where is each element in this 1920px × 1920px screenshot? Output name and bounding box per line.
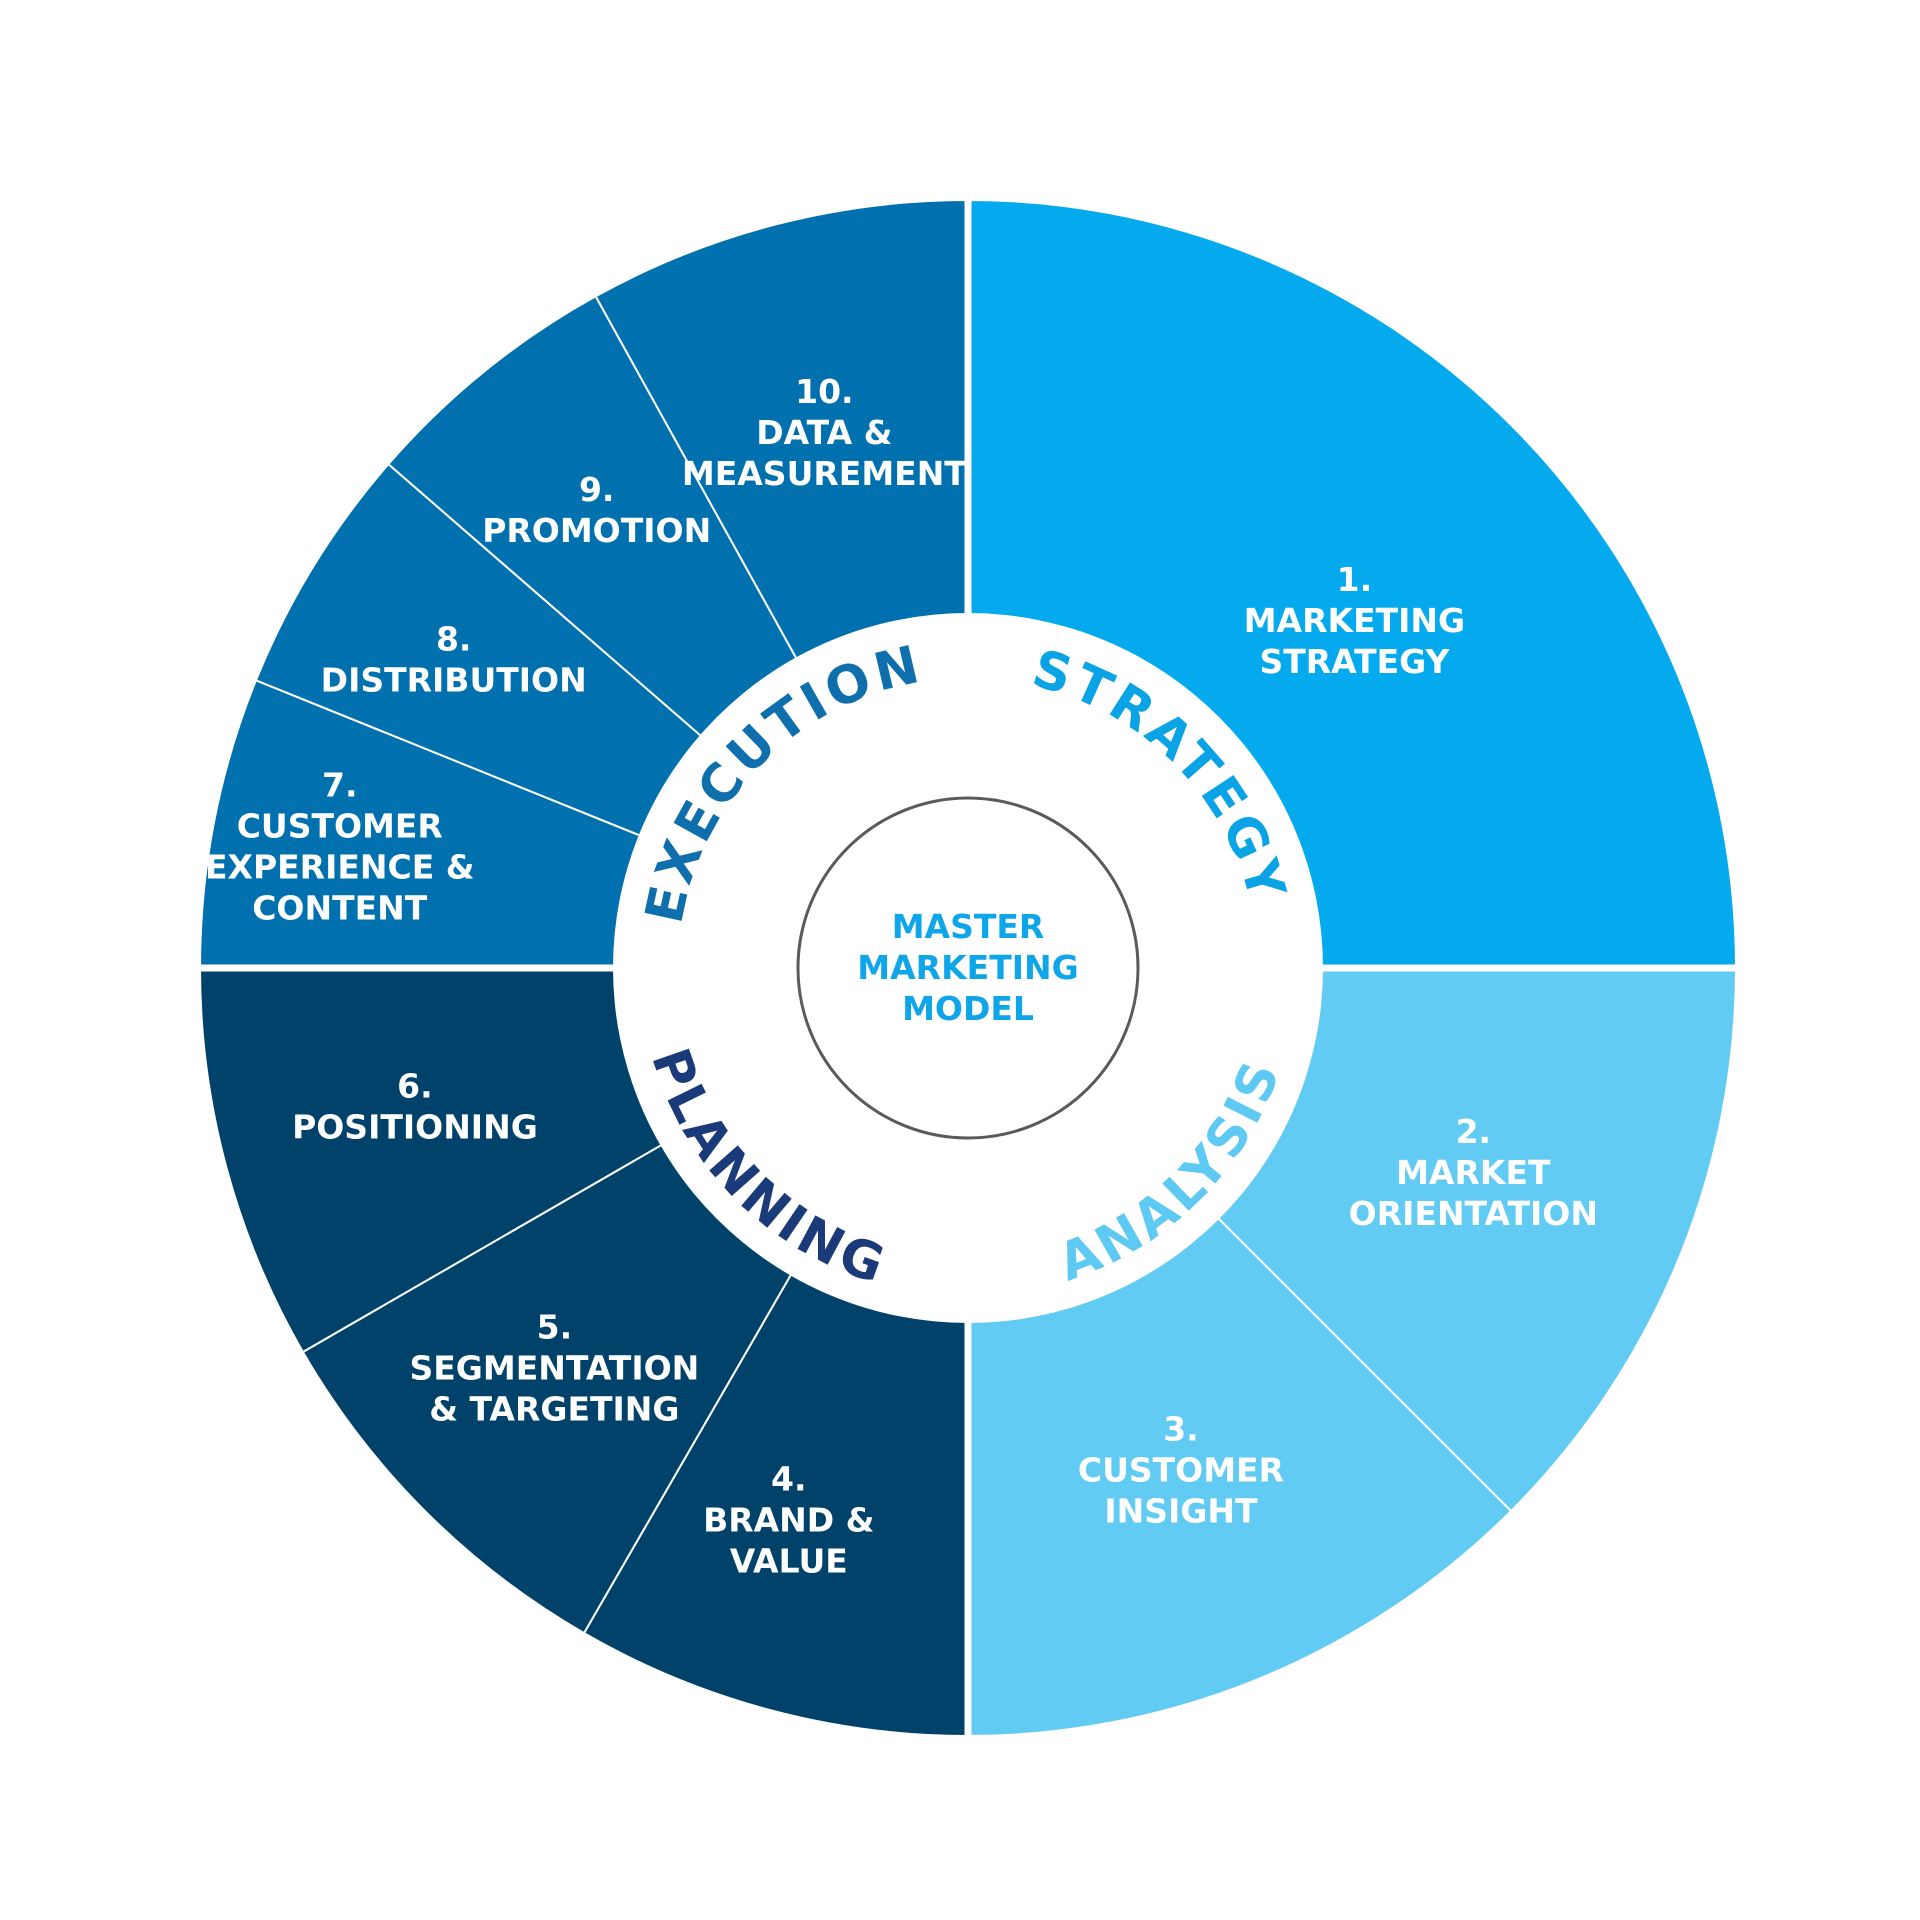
segment-number: 5.	[537, 1307, 573, 1346]
segment-5-label: 5.SEGMENTATION& TARGETING	[409, 1307, 699, 1428]
center-circle-outline	[796, 796, 1140, 1140]
segment-title-line: STRATEGY	[1259, 642, 1450, 681]
segment-number: 1.	[1337, 560, 1373, 599]
segment-title-line: INSIGHT	[1104, 1492, 1258, 1531]
segment-number: 2.	[1456, 1112, 1492, 1151]
center-title-line: MASTER	[892, 907, 1045, 946]
segment-9-label: 9.PROMOTION	[482, 470, 711, 550]
center-title-line: MARKETING	[857, 948, 1078, 987]
segment-10-label: 10.DATA &MEASUREMENT	[682, 372, 967, 493]
segment-number: 10.	[795, 372, 853, 411]
center-title-line: MODEL	[902, 989, 1034, 1028]
segment-title-line: POSITIONING	[292, 1107, 538, 1146]
segment-title-line: EXPERIENCE &	[205, 847, 475, 886]
segment-title-line: & TARGETING	[429, 1389, 679, 1428]
segment-title-line: CONTENT	[252, 888, 428, 927]
segment-number: 4.	[771, 1460, 807, 1499]
segment-title-line: CUSTOMER	[237, 806, 443, 845]
segment-title-line: ORIENTATION	[1349, 1194, 1598, 1233]
segment-title-line: SEGMENTATION	[409, 1348, 699, 1387]
segment-title-line: CUSTOMER	[1078, 1451, 1284, 1490]
segment-title-line: MARKET	[1396, 1153, 1551, 1192]
segment-title-line: BRAND &	[703, 1501, 874, 1540]
segment-8-label: 8.DISTRIBUTION	[321, 619, 587, 699]
segment-title-line: DATA &	[756, 413, 892, 452]
segment-number: 7.	[322, 765, 358, 804]
segment-title-line: MEASUREMENT	[682, 454, 967, 493]
segment-number: 8.	[436, 619, 472, 658]
segment-title-line: PROMOTION	[482, 511, 711, 550]
segment-number: 3.	[1163, 1410, 1199, 1449]
segment-number: 9.	[579, 470, 615, 509]
segment-6-label: 6.POSITIONING	[292, 1066, 538, 1146]
segment-number: 6.	[397, 1066, 433, 1105]
segment-title-line: MARKETING	[1244, 601, 1465, 640]
segment-4-label: 4.BRAND &VALUE	[703, 1460, 874, 1581]
segment-title-line: VALUE	[730, 1542, 848, 1581]
segment-title-line: DISTRIBUTION	[321, 660, 587, 699]
